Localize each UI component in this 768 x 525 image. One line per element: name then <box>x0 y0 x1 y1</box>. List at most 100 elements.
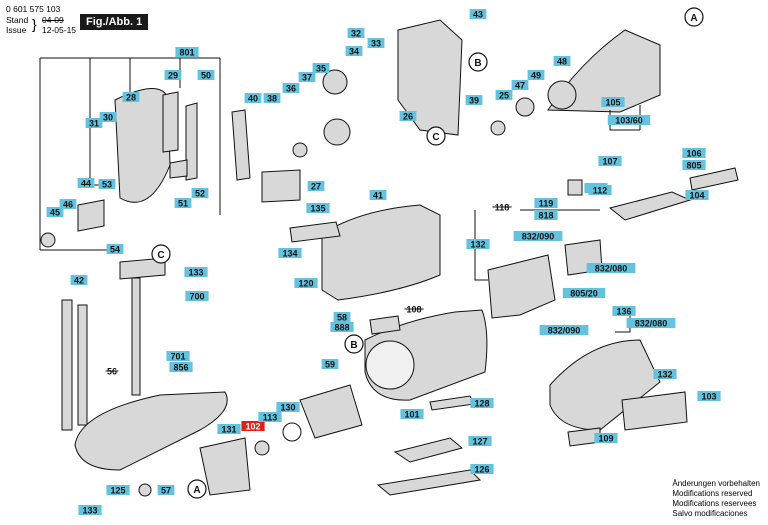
callout-text: 32 <box>351 29 361 39</box>
callout-text: 701 <box>170 352 185 362</box>
part-callout: 131 <box>217 424 241 435</box>
callout-box <box>400 409 424 419</box>
callout-text: 106 <box>686 149 701 159</box>
part-callout: 130 <box>276 402 300 413</box>
callout-box <box>46 207 64 217</box>
callout-box <box>586 263 636 273</box>
field-coil-102 <box>299 384 363 439</box>
bracket-29 <box>162 91 179 153</box>
callout-box <box>345 46 363 56</box>
callout-box <box>106 244 124 254</box>
callout-text: 27 <box>311 182 321 192</box>
part-callout: 37 <box>298 72 316 83</box>
part-callout: 120 <box>294 278 318 289</box>
reference-letter: B <box>344 334 364 354</box>
part-callout: 832/080 <box>626 318 676 329</box>
part-callout: 101 <box>400 409 424 420</box>
callout-box <box>470 464 494 474</box>
callout-text: 113 <box>263 413 278 423</box>
plate-44 <box>77 199 105 232</box>
link-41 <box>261 169 301 203</box>
handle-133 <box>321 204 441 301</box>
callout-box <box>653 369 677 379</box>
part-callout: 805 <box>682 160 706 171</box>
callout-box <box>59 199 77 209</box>
callout-box <box>601 97 625 107</box>
callout-box <box>527 70 545 80</box>
note-line: Modifications reservees <box>672 499 757 508</box>
callout-text: 53 <box>102 180 112 190</box>
callout-box <box>70 275 88 285</box>
callout-box <box>312 63 330 73</box>
part-callout: 135 <box>306 203 330 214</box>
part-callout: 104 <box>685 190 709 201</box>
callout-box <box>612 306 636 316</box>
callout-text: 51 <box>178 199 188 209</box>
gear-33 <box>323 118 351 146</box>
callout-text: 805/20 <box>570 289 598 299</box>
callout-text: 135 <box>310 204 325 214</box>
link-40 <box>231 109 251 181</box>
grouping-bracket <box>474 210 488 281</box>
callout-box <box>539 325 589 335</box>
callout-text: 48 <box>557 57 567 67</box>
callout-box <box>241 421 265 431</box>
guard-125 <box>199 437 251 496</box>
callout-text: 59 <box>325 360 335 370</box>
callout-text: 25 <box>499 91 509 101</box>
reference-text: B <box>350 340 357 351</box>
callout-text: 31 <box>89 119 99 129</box>
callout-text: 58 <box>337 313 347 323</box>
part-callout: 45 <box>46 207 64 218</box>
callout-text: 134 <box>282 249 297 259</box>
callout-text: 105 <box>605 98 620 108</box>
part-callout: 58 <box>333 312 351 323</box>
callout-text: 52 <box>195 189 205 199</box>
part-callout: 53 <box>98 179 116 190</box>
callout-box <box>495 90 513 100</box>
part-callout: 33 <box>367 38 385 49</box>
part-callout: 832/090 <box>539 325 589 336</box>
part-callout: 133 <box>184 267 208 278</box>
part-callout: 56 <box>105 367 119 377</box>
callout-box <box>85 118 103 128</box>
callout-text: 41 <box>373 191 383 201</box>
callout-text: 856 <box>173 363 188 373</box>
part-callout: 108 <box>404 305 424 315</box>
part-callout: 51 <box>174 198 192 209</box>
reference-letter: C <box>151 244 171 264</box>
part-callout: 35 <box>312 63 330 74</box>
reference-letter: A <box>187 479 207 499</box>
slider-129 <box>376 469 482 496</box>
part-callout: 38 <box>263 93 281 104</box>
callout-text: 44 <box>81 179 91 189</box>
part-callout: 700 <box>185 291 209 302</box>
plunger-rod <box>131 277 141 396</box>
part-callout: 132 <box>466 239 490 250</box>
callout-text: 132 <box>657 370 672 380</box>
part-callout: 27 <box>307 181 325 192</box>
callout-text: 36 <box>286 84 296 94</box>
callout-text: 35 <box>316 64 326 74</box>
callout-text: 133 <box>188 268 203 278</box>
callout-text: 127 <box>472 437 487 447</box>
part-callout: 132 <box>653 369 677 380</box>
part-callout: 701 <box>166 351 190 362</box>
callout-text: 54 <box>110 245 120 255</box>
gear-35 <box>322 69 348 95</box>
figure-label: Fig./Abb. 1 <box>80 14 149 30</box>
callout-text: 101 <box>404 410 419 420</box>
part-callout: 49 <box>527 70 545 81</box>
part-callout: 103 <box>697 391 721 402</box>
callout-box <box>77 178 95 188</box>
callout-box <box>166 351 190 361</box>
callout-box <box>347 28 365 38</box>
callout-box <box>333 312 351 322</box>
callout-box <box>306 203 330 213</box>
callout-text: 28 <box>126 93 136 103</box>
part-callout: 119 <box>534 198 558 209</box>
callout-text: 126 <box>474 465 489 475</box>
callout-box <box>278 248 302 258</box>
